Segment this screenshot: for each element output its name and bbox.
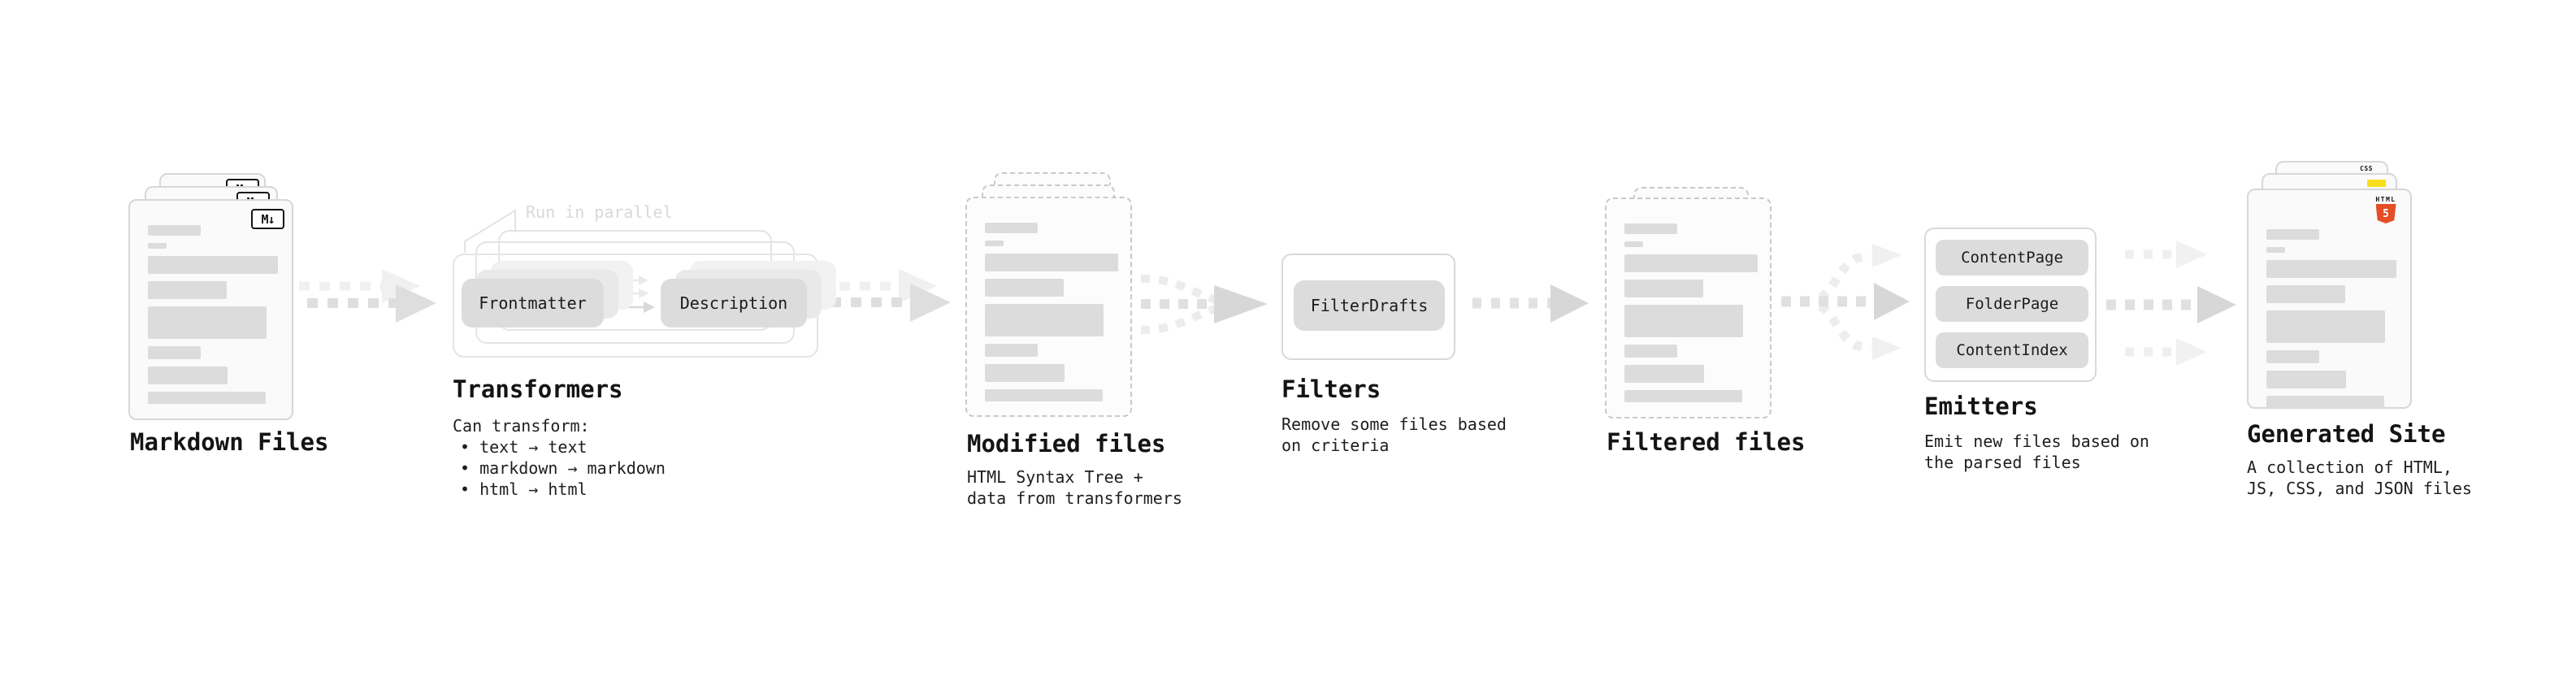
emitter-pill-contentpage: ContentPage (1936, 240, 2088, 275)
filtered-file-card-front (1605, 197, 1772, 419)
arrow-filtered-to-emitters (1781, 244, 1910, 360)
arrow-filters-to-filtered (1472, 284, 1589, 323)
file-content-bars (2266, 229, 2396, 408)
stage-title-markdown-files: Markdown Files (130, 428, 329, 456)
generated-site-desc: A collection of HTML, JS, CSS, and JSON … (2247, 458, 2472, 498)
transformers-bullets: • text → text • markdown → markdown • ht… (460, 436, 666, 500)
file-content-bars (148, 225, 278, 404)
markdown-icon: M↓ (251, 209, 284, 229)
bullet-item: • text → text (460, 437, 588, 457)
stage-title-modified-files: Modified files (967, 430, 1166, 458)
javascript-icon (2367, 180, 2386, 187)
generated-file-card-html: HTML 5 (2247, 189, 2412, 409)
filter-pill-filterdrafts: FilterDrafts (1294, 280, 1445, 331)
markdown-file-card-front: M↓ (128, 199, 293, 420)
emitter-pill-folderpage: FolderPage (1936, 286, 2088, 322)
stage-title-generated-site: Generated Site (2247, 420, 2446, 448)
arrow-modified-to-filters (1140, 275, 1268, 334)
stage-title-filtered-files: Filtered files (1607, 428, 1806, 456)
transformers-desc-title: Can transform: (453, 416, 590, 436)
stage-title-emitters: Emitters (1924, 393, 2038, 420)
file-content-bars (985, 223, 1118, 401)
file-content-bars (1624, 223, 1758, 402)
arrow-markdown-to-transformers (299, 269, 436, 323)
run-in-parallel-note: Run in parallel (526, 202, 673, 222)
html5-icon: HTML 5 (2370, 196, 2401, 223)
arrow-emitters-to-generated (2106, 241, 2236, 366)
filters-desc: Remove some files based on criteria (1281, 414, 1507, 455)
stage-title-transformers: Transformers (453, 375, 623, 403)
bullet-item: • html → html (460, 479, 588, 499)
bullet-item: • markdown → markdown (460, 458, 666, 478)
modified-files-desc: HTML Syntax Tree + data from transformer… (967, 467, 1182, 508)
emitters-desc: Emit new files based on the parsed files (1924, 432, 2149, 472)
emitter-pill-contentindex: ContentIndex (1936, 332, 2088, 368)
transformer-pill-description: Description (661, 279, 807, 327)
emitters-card: ContentPage FolderPage ContentIndex (1924, 228, 2097, 382)
modified-file-card-front (965, 197, 1132, 417)
stage-title-filters: Filters (1281, 375, 1381, 403)
transformer-pill-frontmatter: Frontmatter (462, 279, 604, 327)
arrow-transformers-to-modified (819, 269, 951, 322)
